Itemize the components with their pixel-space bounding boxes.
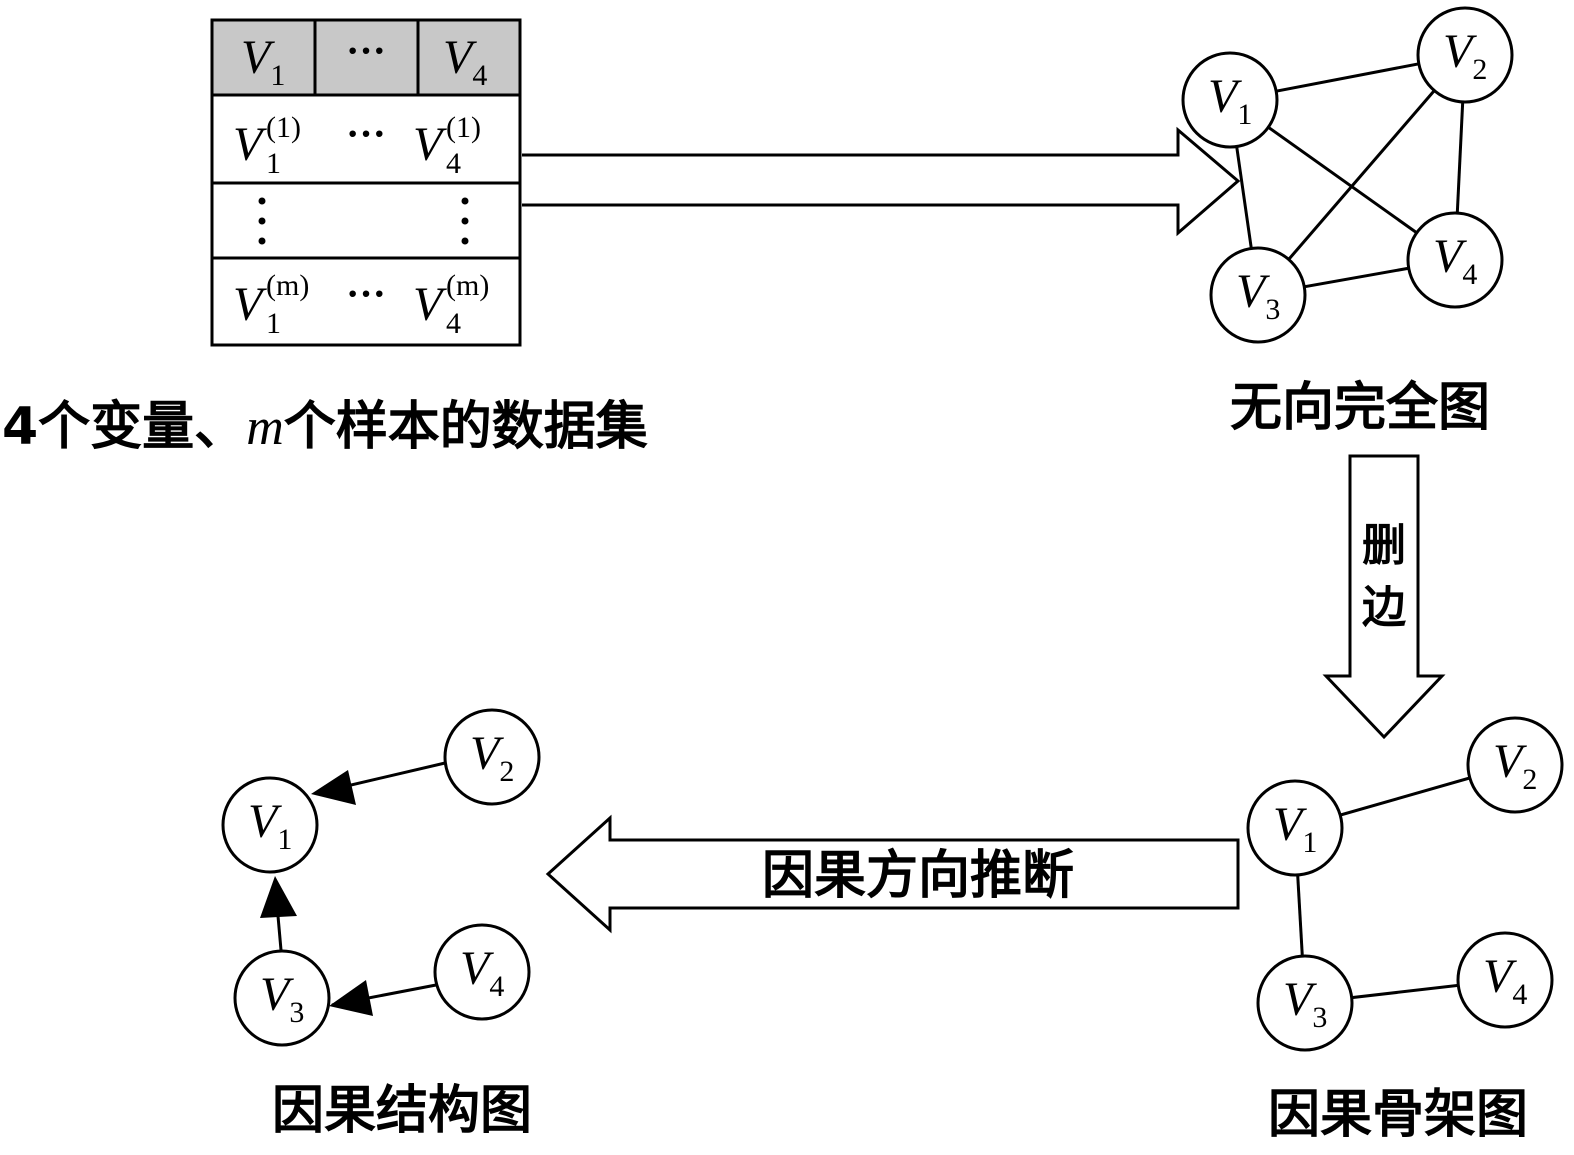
svg-text:V: V <box>413 118 447 171</box>
direction-inference-label: 因果方向推断 <box>762 846 1074 906</box>
complete-graph-node-v1: V1 <box>1181 51 1279 149</box>
node-label: V3 <box>1283 973 1327 1034</box>
causal-graph-node-v2: V2 <box>443 708 541 806</box>
causal-graph-node-v4: V4 <box>433 923 531 1021</box>
svg-text:(1): (1) <box>266 111 301 144</box>
dataset-table: V1 ··· V4 V 1 (1) ··· V 4 (1) V 1 <box>210 18 522 347</box>
table-row-last-sample: V 1 (m) ··· V 4 (m) <box>233 269 489 340</box>
svg-text:···: ··· <box>346 271 386 316</box>
svg-text:V: V <box>413 278 447 331</box>
node-label: V4 <box>460 942 504 1003</box>
dataset-caption: 4个变量、m个样本的数据集 <box>2 397 648 457</box>
node-label: V4 <box>1433 230 1477 291</box>
complete-graph-node-v2: V2 <box>1416 6 1514 104</box>
svg-text:(m): (m) <box>446 269 489 302</box>
table-row-first-sample: V 1 (1) ··· V 4 (1) <box>233 111 481 180</box>
delete-edges-label-1: 删 <box>1362 520 1406 571</box>
arrow-direction-inference <box>545 814 1240 934</box>
table-body <box>210 93 522 347</box>
node-label: V4 <box>1483 950 1527 1011</box>
node-label: V1 <box>1273 798 1317 859</box>
arrow-delete-edges <box>1322 454 1446 740</box>
skeleton-graph-node-v4: V4 <box>1456 931 1554 1029</box>
causal-graph-node-v1: V1 <box>221 776 319 874</box>
table-header-ellipsis: ··· <box>346 28 386 73</box>
node-label: V2 <box>470 727 514 788</box>
table-row-ellipsis <box>258 197 469 245</box>
svg-text:1: 1 <box>266 307 281 340</box>
svg-text:(m): (m) <box>266 269 309 302</box>
complete-graph-node-v3: V3 <box>1209 246 1307 344</box>
node-label: V1 <box>1208 70 1252 131</box>
svg-text:(1): (1) <box>446 111 481 144</box>
svg-text:4: 4 <box>446 147 461 180</box>
complete-graph-node-v4: V4 <box>1406 211 1504 309</box>
skeleton-graph-caption: 因果骨架图 <box>1268 1085 1528 1145</box>
node-label: V2 <box>1493 735 1537 796</box>
causal-graph-caption: 因果结构图 <box>272 1081 532 1141</box>
node-label: V2 <box>1443 25 1487 86</box>
causal-graph-node-v3: V3 <box>233 949 331 1047</box>
skeleton-graph-node-v2: V2 <box>1466 716 1564 814</box>
node-label: V1 <box>248 795 292 856</box>
skeleton-graph-node-v1: V1 <box>1246 779 1344 877</box>
delete-edges-label-2: 边 <box>1362 582 1406 633</box>
skeleton-graph-node-v3: V3 <box>1256 954 1354 1052</box>
svg-text:···: ··· <box>346 111 386 156</box>
svg-text:V: V <box>233 278 267 331</box>
svg-text:V: V <box>233 118 267 171</box>
svg-text:1: 1 <box>266 147 281 180</box>
complete-graph-caption: 无向完全图 <box>1230 378 1490 438</box>
arrow-to-complete-graph <box>522 126 1241 237</box>
table-header-row <box>210 18 522 97</box>
svg-text:4: 4 <box>446 307 461 340</box>
table-header-v4: V4 <box>443 31 487 92</box>
node-label: V3 <box>1236 265 1280 326</box>
table-header-v1: V1 <box>241 31 285 92</box>
node-label: V3 <box>260 968 304 1029</box>
